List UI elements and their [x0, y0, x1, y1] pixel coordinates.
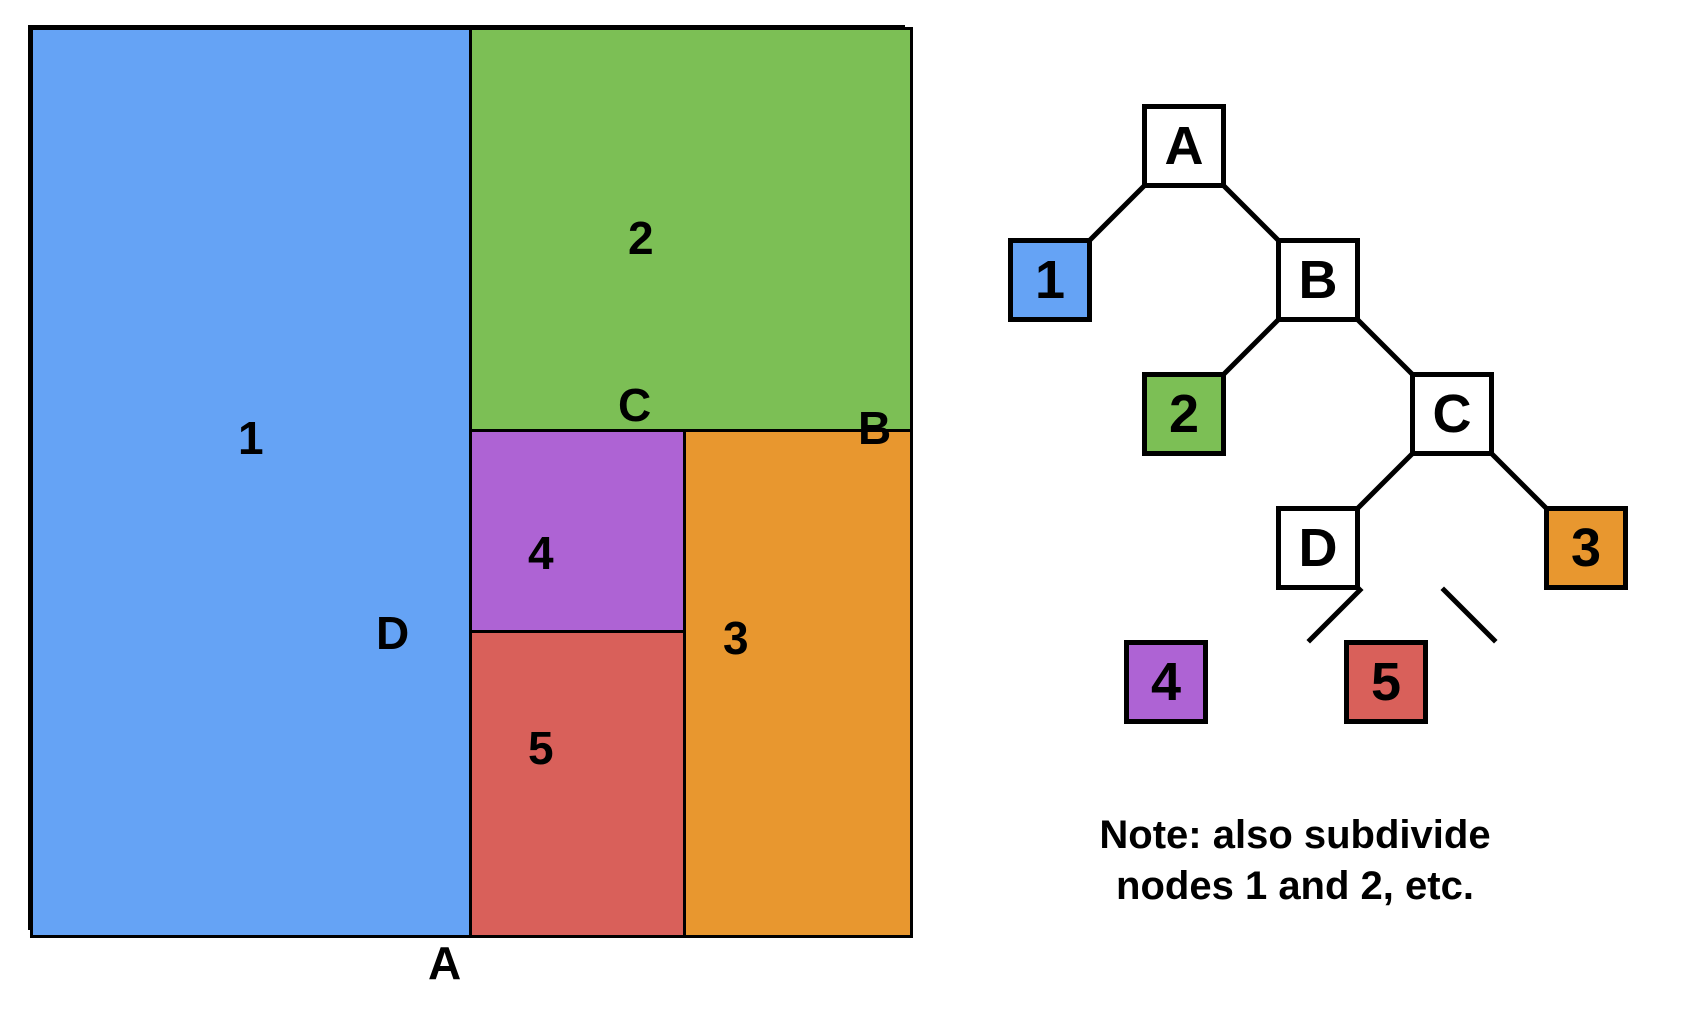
bsp-tree-panel: A 1 B 2 C D 3 4 5	[990, 90, 1630, 730]
tree-node-c-label: C	[1432, 384, 1472, 444]
tree-edge-b-2	[1222, 318, 1280, 376]
partition-region-2[interactable]	[469, 27, 913, 435]
partition-split-label-a: A	[428, 937, 462, 989]
partition-region-3-label: 3	[723, 612, 749, 664]
tree-node-5-label: 5	[1370, 652, 1402, 712]
partition-region-4-label: 4	[528, 527, 554, 579]
note-line-1: Note: also subdivide	[1099, 813, 1491, 857]
note-line-2: nodes 1 and 2, etc.	[1116, 864, 1474, 909]
tree-node-a[interactable]: A	[1142, 104, 1226, 188]
tree-edge-d-5	[1440, 586, 1498, 644]
tree-node-5[interactable]: 5	[1344, 640, 1428, 724]
partition-region-3[interactable]	[683, 429, 913, 938]
note-block: Note: also subdivide nodes 1 and 2, etc.	[1060, 810, 1530, 912]
partition-region-5[interactable]	[469, 630, 686, 938]
partition-region-2-label: 2	[628, 212, 654, 264]
tree-node-1-label: 1	[1034, 250, 1066, 310]
partition-region-5-label: 5	[528, 722, 554, 774]
tree-node-4[interactable]: 4	[1124, 640, 1208, 724]
tree-node-1[interactable]: 1	[1008, 238, 1092, 322]
tree-node-a-label: A	[1164, 116, 1204, 176]
partition-split-label-d: D	[376, 607, 410, 659]
tree-node-c[interactable]: C	[1410, 372, 1494, 456]
tree-edge-c-d	[1356, 452, 1414, 510]
tree-node-3-label: 3	[1570, 518, 1602, 578]
tree-edges-group	[1088, 184, 1548, 644]
partition-split-label-c: C	[618, 379, 652, 431]
partition-split-label-b: B	[858, 402, 892, 454]
tree-edge-a-b	[1222, 184, 1280, 242]
partition-region-1-label: 1	[238, 412, 264, 464]
tree-node-2[interactable]: 2	[1142, 372, 1226, 456]
partition-region-1[interactable]	[30, 27, 475, 938]
tree-edge-d-4	[1306, 586, 1364, 644]
partition-region-4[interactable]	[469, 429, 686, 633]
tree-node-3[interactable]: 3	[1544, 506, 1628, 590]
spatial-partition-panel: 1 2 3 4 5 A B C D	[28, 25, 913, 986]
tree-node-d[interactable]: D	[1276, 506, 1360, 590]
tree-node-d-label: D	[1298, 518, 1338, 578]
tree-node-b-label: B	[1298, 250, 1338, 310]
tree-edge-c-3	[1490, 452, 1548, 510]
tree-node-2-label: 2	[1168, 384, 1200, 444]
tree-node-b[interactable]: B	[1276, 238, 1360, 322]
tree-edge-b-c	[1356, 318, 1414, 376]
tree-edge-a-1	[1088, 184, 1146, 242]
tree-node-4-label: 4	[1150, 652, 1182, 712]
